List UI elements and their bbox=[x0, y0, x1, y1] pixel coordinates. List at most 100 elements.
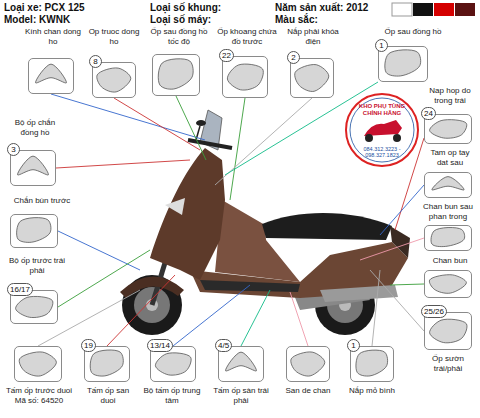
leader-line bbox=[230, 98, 245, 200]
callout-number: 22 bbox=[219, 49, 234, 62]
part-name: Tấm ốp sàn trái phải bbox=[208, 386, 274, 405]
label-group: Op truoc dong ho bbox=[88, 27, 140, 46]
part-shape bbox=[158, 59, 193, 89]
part-shape bbox=[16, 296, 53, 317]
watermark-text: KHO PHỤ TÙNG CHÍNH HÃNG bbox=[358, 103, 406, 117]
part-shape bbox=[17, 218, 51, 243]
part-box bbox=[10, 214, 58, 248]
part-callout: Bộ ốp trước trái phải16/17 bbox=[10, 290, 58, 324]
swatch bbox=[413, 3, 433, 16]
part-name: Ốp sau đồng hồ bbox=[376, 27, 450, 37]
header-field: Loại số máy: bbox=[150, 14, 211, 26]
part-shape bbox=[295, 65, 329, 92]
part-picture bbox=[15, 347, 61, 381]
part-name: Ốp sau đồng hồ tốc độ bbox=[146, 27, 212, 46]
part-callout: Chan bun bbox=[424, 270, 472, 298]
label-group: Ốp sau đồng hồ bbox=[376, 27, 450, 37]
part-box bbox=[290, 58, 334, 98]
callout-number: 8 bbox=[89, 55, 102, 68]
part-picture bbox=[287, 347, 329, 381]
part-box bbox=[14, 346, 62, 382]
leader-line bbox=[290, 292, 308, 346]
part-shape bbox=[36, 64, 67, 83]
leader-line bbox=[114, 98, 200, 150]
part-picture bbox=[85, 347, 129, 381]
part-picture bbox=[93, 63, 135, 97]
part-callout: Nắp phải khóa điện2 bbox=[290, 58, 334, 98]
callout-number: 1 bbox=[375, 39, 388, 52]
mirror bbox=[196, 120, 206, 126]
label-group: Bộ ốp chắn đồng hồ bbox=[6, 118, 64, 137]
part-picture bbox=[291, 59, 333, 97]
part-callout: Nắp mỏ bình1 bbox=[350, 346, 394, 382]
leader-line bbox=[51, 94, 205, 140]
logo-ring-inner bbox=[350, 98, 414, 162]
part-picture bbox=[379, 47, 427, 81]
part-callout: Nap hop do trong trái24 bbox=[424, 114, 472, 144]
part-shape bbox=[227, 64, 263, 90]
label-group: Nap hop do trong trái bbox=[424, 86, 476, 105]
logo-ring bbox=[346, 94, 418, 166]
leader-line bbox=[241, 290, 270, 346]
part-box bbox=[424, 172, 472, 198]
label-group: San de chan bbox=[280, 386, 336, 396]
leader-line bbox=[372, 270, 380, 346]
part-picture bbox=[151, 347, 195, 381]
part-name: Bộ ốp chắn đồng hồ bbox=[6, 118, 64, 137]
label-group: Ốp sau đồng hồ tốc độ bbox=[146, 27, 212, 46]
part-name: Kính chan dong ho bbox=[22, 27, 84, 46]
headlight bbox=[165, 198, 185, 215]
part-callout: Ốp sau đồng hồ tốc độ bbox=[152, 54, 200, 96]
callout-number: 13/14 bbox=[147, 339, 173, 352]
leader-lines bbox=[38, 82, 424, 346]
watermark-text: 084.312.3223 - 098.327.1823 bbox=[359, 146, 405, 159]
part-shape bbox=[291, 352, 325, 376]
label-group: Tấm ốp san duoi bbox=[80, 386, 136, 405]
label-group: Ốp sườn trái/phải bbox=[420, 354, 476, 373]
part-shape bbox=[356, 350, 388, 376]
part-picture bbox=[425, 271, 471, 297]
tail bbox=[390, 226, 410, 258]
part-shape bbox=[18, 156, 49, 175]
part-shape bbox=[19, 352, 56, 376]
part-name: Nap hop do trong trái bbox=[424, 86, 476, 105]
swatch bbox=[434, 3, 454, 16]
part-shape bbox=[90, 350, 123, 376]
part-callout: Tấm ốp sàn trái phải4/5 bbox=[218, 346, 264, 382]
leader-line bbox=[173, 285, 250, 346]
callout-number: 24 bbox=[421, 107, 436, 120]
leader-line bbox=[107, 275, 175, 346]
part-shape bbox=[429, 275, 466, 294]
part-name: Nắp mỏ bình bbox=[344, 386, 400, 396]
part-box bbox=[424, 270, 472, 298]
front-shield bbox=[150, 148, 225, 280]
part-callout: Chắn bùn trước bbox=[10, 214, 58, 248]
leader-line bbox=[56, 160, 190, 168]
part-callout: Tam op tay dat sau bbox=[424, 172, 472, 198]
logo-wheel bbox=[393, 134, 401, 142]
label-group: Chan bun sau phan trong bbox=[420, 202, 476, 221]
color-swatches bbox=[392, 3, 475, 16]
muffler bbox=[320, 285, 398, 302]
part-callout: Tấm ốp san duoi19 bbox=[84, 346, 130, 382]
part-callout: Ốp sườn trái/phải25/26 bbox=[424, 312, 472, 350]
part-box bbox=[28, 58, 74, 94]
part-box bbox=[152, 54, 200, 96]
part-name: Nắp phải khóa điện bbox=[284, 27, 342, 46]
part-name: Tấm ốp san duoi bbox=[80, 386, 136, 405]
logo-wheel bbox=[365, 134, 373, 142]
part-picture bbox=[425, 173, 471, 197]
part-picture bbox=[351, 347, 393, 381]
callout-number: 1 bbox=[347, 339, 360, 352]
label-group: Chắn bùn trước bbox=[6, 196, 78, 206]
part-name: San de chan bbox=[280, 386, 336, 396]
label-group: Nắp mỏ bình bbox=[344, 386, 400, 396]
header-field: Màu sắc: bbox=[275, 14, 318, 26]
part-box bbox=[10, 150, 56, 186]
label-group: Chan bun bbox=[424, 256, 476, 266]
part-box bbox=[92, 62, 136, 98]
part-name: Mã số: 64520 bbox=[2, 396, 76, 406]
leader-line bbox=[370, 270, 424, 331]
leader-line bbox=[380, 185, 424, 235]
